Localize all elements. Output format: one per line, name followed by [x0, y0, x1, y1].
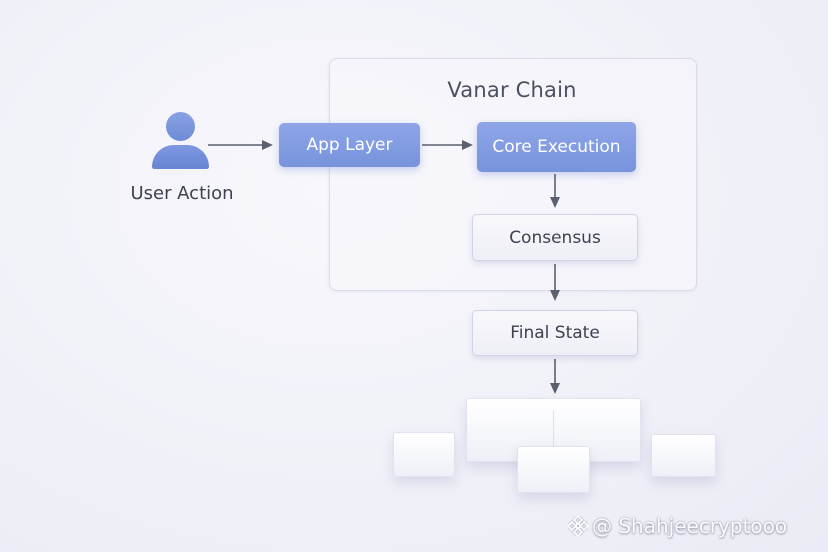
block-front: [517, 446, 590, 493]
user-icon: [152, 145, 209, 169]
app-layer-node: App Layer: [279, 123, 420, 167]
arrow-app-to-core-head: [462, 140, 473, 150]
watermark-text: @ Shahjeecryptooo: [592, 514, 788, 538]
binance-logo-icon: [568, 516, 588, 536]
core-execution-node: Core Execution: [477, 122, 636, 172]
block-left: [393, 432, 455, 477]
arrow-user-to-app-head: [262, 140, 273, 150]
arrow-consensus-to-final-head: [550, 290, 560, 301]
arrow-final-to-blocks-head: [550, 383, 560, 394]
arrow-core-to-consensus-head: [550, 197, 560, 208]
block-right: [651, 434, 716, 477]
watermark: @ Shahjeecryptooo: [568, 514, 787, 538]
consensus-node: Consensus: [472, 214, 638, 261]
block-center-divider: [553, 410, 554, 462]
user-action-label: User Action: [130, 183, 234, 204]
user-icon-head: [166, 112, 195, 141]
final-state-node: Final State: [472, 310, 638, 356]
vanar-chain-title: Vanar Chain: [447, 78, 577, 102]
